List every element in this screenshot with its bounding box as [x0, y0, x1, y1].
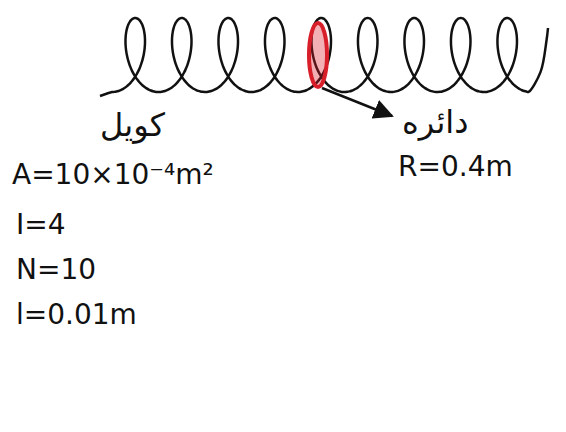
- coil-label: کویل: [100, 108, 165, 143]
- radius-value: R=0.4m: [398, 152, 513, 183]
- highlighted-loop: [309, 23, 327, 87]
- leader-arrow: [322, 88, 392, 116]
- length-value: l=0.01m: [16, 300, 137, 331]
- coil-group: [100, 18, 548, 96]
- coil-wire: [100, 18, 548, 96]
- area-value: A=10×10⁻⁴m²: [12, 160, 214, 191]
- turns-value: N=10: [16, 255, 96, 286]
- loop-label: دائره: [402, 105, 468, 140]
- current-value: I=4: [16, 210, 66, 241]
